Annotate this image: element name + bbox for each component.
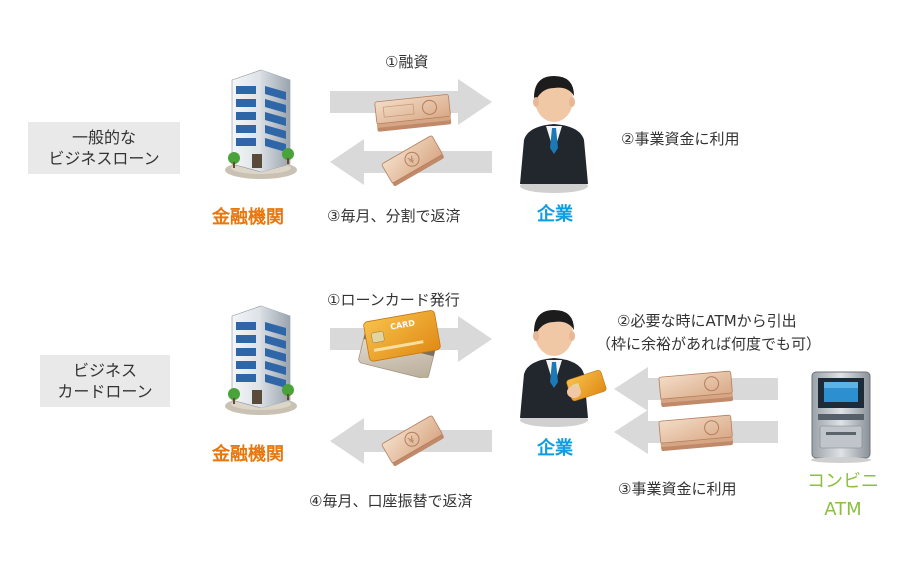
financial-institution-label: 金融機関 <box>212 207 284 228</box>
category-label-line1: ビジネス <box>72 361 137 380</box>
step-label-business-use: ②事業資金に利用 <box>621 130 740 148</box>
step-label-atm-note: （枠に余裕があれば何度でも可） <box>596 335 822 353</box>
category-label-line2: カードローン <box>57 382 153 401</box>
step-label-card-issuance: ①ローンカード発行 <box>327 291 460 309</box>
credit-card-icon: CARD <box>358 310 441 378</box>
svg-text:¥: ¥ <box>407 435 418 448</box>
step-label-business-use: ③事業資金に利用 <box>618 480 737 498</box>
financial-institution-label: 金融機関 <box>212 444 284 465</box>
category-label-general-business-loan: 一般的な ビジネスローン <box>28 122 180 174</box>
step-label-monthly-installment: ③毎月、分割で返済 <box>327 207 461 225</box>
category-label-line2: ビジネスローン <box>48 149 160 168</box>
step-label-monthly-debit: ④毎月、口座振替で返済 <box>309 492 473 510</box>
company-label: 企業 <box>537 438 573 459</box>
yen-banknote-stack-icon <box>658 414 734 452</box>
company-label: 企業 <box>537 204 573 225</box>
category-label-line1: 一般的な <box>71 128 136 147</box>
store-label-line1: コンビニ <box>807 471 879 492</box>
svg-text:¥: ¥ <box>407 155 418 168</box>
yen-banknote-stack-icon <box>374 94 452 132</box>
step-label-loan: ①融資 <box>385 53 429 71</box>
yen-banknote-stack-icon: ¥ <box>381 135 444 187</box>
yen-banknote-stack-icon: ¥ <box>381 415 444 467</box>
atm-machine-icon <box>811 371 871 463</box>
card-text: CARD <box>390 318 416 331</box>
businessman-icon <box>520 76 588 193</box>
yen-banknote-stack-icon <box>658 370 734 408</box>
store-label-line2: ATM <box>824 499 862 520</box>
step-label-atm-withdrawal: ②必要な時にATMから引出 <box>617 312 797 330</box>
category-label-business-card-loan: ビジネス カードローン <box>40 355 170 407</box>
convenience-store-atm-label: コンビニ ATM <box>797 468 889 524</box>
office-building-icon <box>225 69 297 179</box>
businessman-icon <box>520 310 607 427</box>
office-building-icon <box>225 305 297 415</box>
